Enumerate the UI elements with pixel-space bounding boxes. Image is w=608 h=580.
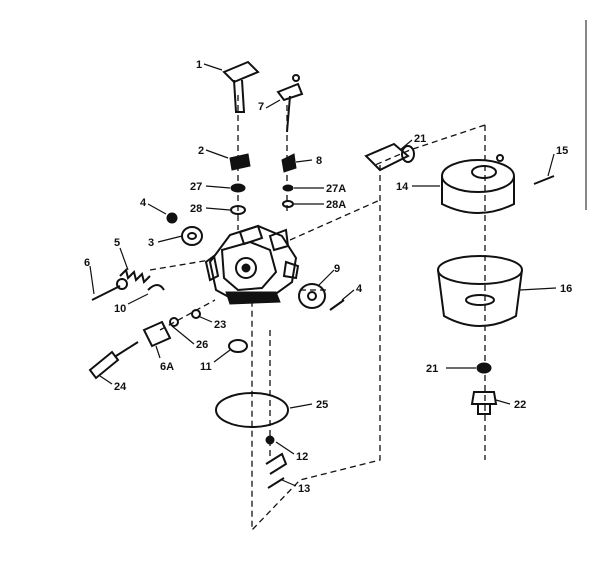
callout-24: 24 xyxy=(114,381,127,393)
callout-13: 13 xyxy=(298,483,310,495)
washer-part xyxy=(476,362,492,374)
float-needle-part xyxy=(265,435,288,489)
callout-8: 8 xyxy=(316,155,322,167)
callout-15: 15 xyxy=(556,145,568,157)
float-pin-part xyxy=(496,154,555,185)
callout-26: 26 xyxy=(196,339,208,351)
gasket-small-part xyxy=(181,226,203,246)
leader-lines xyxy=(89,63,557,487)
callout-6: 6 xyxy=(84,257,90,269)
callout-7: 7 xyxy=(258,101,264,113)
callout-27: 27 xyxy=(190,181,202,193)
throttle-valve-part xyxy=(229,153,251,171)
callout-28a: 28A xyxy=(326,199,346,211)
callout-16: 16 xyxy=(560,283,572,295)
bowl-gasket-part xyxy=(215,392,289,428)
bowl-nut-part xyxy=(470,391,498,415)
float-part xyxy=(441,159,515,214)
callout-1: 1 xyxy=(196,59,202,71)
choke-valve-part xyxy=(281,153,297,173)
carburetor-body-part xyxy=(204,224,300,305)
choke-shaft-part xyxy=(276,74,304,133)
callout-6a: 6A xyxy=(160,361,174,373)
screw-left-part xyxy=(166,212,178,224)
callout-23: 23 xyxy=(214,319,226,331)
callout-5: 5 xyxy=(114,237,120,249)
needle-housing-part xyxy=(142,317,179,348)
callout-9: 9 xyxy=(334,263,340,275)
callout-10: 10 xyxy=(114,303,126,315)
callout-4-right: 4 xyxy=(356,283,363,295)
callout-21-top: 21 xyxy=(414,133,426,145)
seal-parts xyxy=(230,183,294,215)
callout-28: 28 xyxy=(190,203,202,215)
callout-11: 11 xyxy=(200,361,212,373)
callout-labels: 1 7 2 8 27 27A 28 28A 4 3 6 5 10 23 9 4 … xyxy=(84,59,572,495)
callout-25: 25 xyxy=(316,399,328,411)
callout-2: 2 xyxy=(198,145,204,157)
callout-14: 14 xyxy=(396,181,409,193)
callout-4-left: 4 xyxy=(140,197,147,209)
idle-screw-part xyxy=(91,278,128,301)
callout-22: 22 xyxy=(514,399,526,411)
spring-part xyxy=(119,268,151,284)
choke-plate-part xyxy=(298,283,326,309)
callout-3: 3 xyxy=(148,237,154,249)
fuel-inlet-part xyxy=(364,142,415,172)
throttle-shaft-part xyxy=(222,60,260,113)
callout-27a: 27A xyxy=(326,183,346,195)
seal-11-part xyxy=(228,339,248,353)
o-ring-small-part xyxy=(191,309,201,319)
main-needle-part xyxy=(88,341,139,380)
clip-part xyxy=(147,284,165,291)
callout-12: 12 xyxy=(296,451,308,463)
float-bowl-part xyxy=(437,255,523,327)
screw-right-part xyxy=(329,299,345,311)
callout-21-bottom: 21 xyxy=(426,363,438,375)
